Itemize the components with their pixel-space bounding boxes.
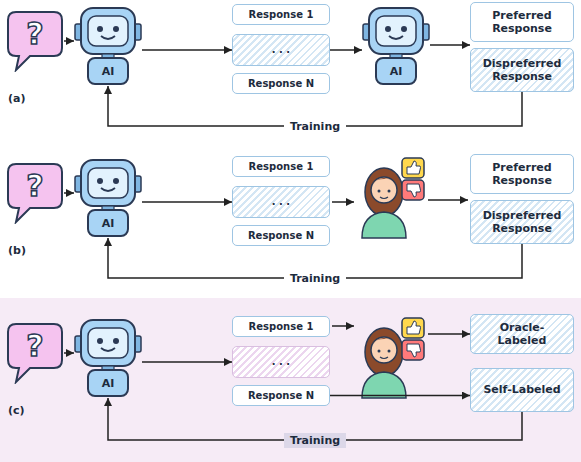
box-text: Response N xyxy=(248,78,314,90)
ai-robot-icon: AI xyxy=(74,156,142,238)
box-text: Response N xyxy=(248,230,314,242)
box-text: Dispreferred Response xyxy=(476,57,568,83)
edge-label: Training xyxy=(284,271,346,286)
response-box: Response 1 xyxy=(232,156,330,177)
response-box: Oracle-Labeled xyxy=(470,314,574,354)
arrow xyxy=(64,352,74,354)
box-text: Self-Labeled xyxy=(483,383,560,396)
response-box: Response 1 xyxy=(232,316,330,337)
ai-label: AI xyxy=(74,377,142,391)
response-box: . . . xyxy=(232,34,330,66)
response-box: Preferred Response xyxy=(470,154,574,194)
response-box: Response N xyxy=(232,73,330,94)
arrow xyxy=(428,199,468,201)
box-text: . . . xyxy=(272,356,290,368)
ai-label: AI xyxy=(362,65,430,79)
box-text: Preferred Response xyxy=(476,9,568,35)
box-text: . . . xyxy=(272,44,290,56)
ai-robot-icon: AI xyxy=(362,4,430,86)
panel-label: (a) xyxy=(8,92,25,105)
response-box: Self-Labeled xyxy=(470,368,574,412)
box-text: Response 1 xyxy=(249,161,314,173)
ai-robot-icon: AI xyxy=(74,4,142,86)
response-box: Response N xyxy=(232,225,330,246)
question-bubble: ? xyxy=(6,162,64,224)
human-annotator xyxy=(362,318,424,398)
arrow xyxy=(430,44,470,46)
response-box: . . . xyxy=(232,186,330,218)
question-bubble: ? xyxy=(6,322,64,384)
arrow xyxy=(332,201,354,203)
highlight-panel xyxy=(0,298,581,462)
box-text: Response 1 xyxy=(249,9,314,21)
response-box: Dispreferred Response xyxy=(470,48,574,92)
ai-label: AI xyxy=(74,65,142,79)
arrow xyxy=(332,325,354,327)
box-text: Response 1 xyxy=(249,321,314,333)
arrow xyxy=(64,40,74,42)
arrow xyxy=(428,333,470,335)
arrow xyxy=(64,192,74,194)
box-text: Oracle-Labeled xyxy=(476,321,568,347)
box-text: Response N xyxy=(248,390,314,402)
box-text: . . . xyxy=(272,196,290,208)
edge-label: Training xyxy=(284,119,346,134)
arrow xyxy=(330,49,362,51)
response-box: Response N xyxy=(232,385,330,406)
arrow xyxy=(142,361,232,363)
question-bubble: ? xyxy=(6,10,64,72)
panel-label: (c) xyxy=(8,404,25,417)
question-mark: ? xyxy=(8,326,62,366)
question-mark: ? xyxy=(8,166,62,206)
arrow xyxy=(142,201,232,203)
response-box: Response 1 xyxy=(232,4,330,25)
human-annotator xyxy=(362,158,424,238)
arrow xyxy=(330,395,470,397)
response-box: Preferred Response xyxy=(470,2,574,42)
response-box: Dispreferred Response xyxy=(470,200,574,244)
ai-label: AI xyxy=(74,217,142,231)
box-text: Dispreferred Response xyxy=(476,209,568,235)
question-mark: ? xyxy=(8,14,62,54)
edge-label: Training xyxy=(284,433,346,448)
ai-robot-icon: AI xyxy=(74,316,142,398)
arrow xyxy=(142,49,232,51)
response-box: . . . xyxy=(232,346,330,378)
panel-label: (b) xyxy=(8,244,26,257)
box-text: Preferred Response xyxy=(476,161,568,187)
